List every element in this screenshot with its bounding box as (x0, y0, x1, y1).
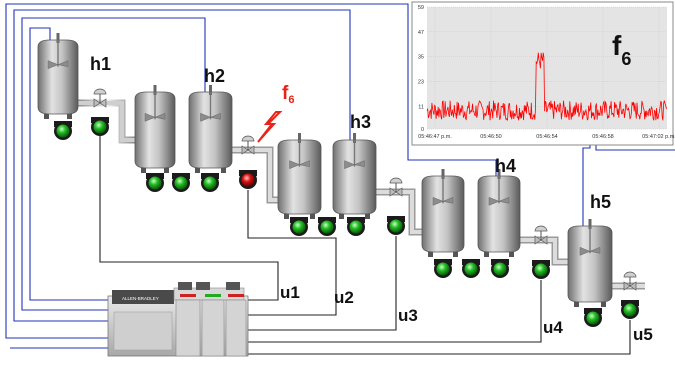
indicator-h4b (462, 259, 480, 278)
labels-layer: h1 h2 h3 h4 h5 u1 u2 u3 u4 u5 (90, 54, 653, 344)
output-label-u4: u4 (543, 318, 563, 337)
indicator-valve-5 (621, 300, 639, 319)
tank-label-h2: h2 (204, 66, 225, 86)
indicator-h5 (584, 308, 602, 327)
x-tick-label: 05:47:02 p.m. (642, 134, 675, 140)
signal-line-h2 (21, 17, 206, 311)
valve-1 (93, 88, 107, 108)
tank-h3b (332, 133, 377, 219)
trend-chart: 59 47 35 23 11 0 05:46:47 p.m. 05:46:50 05:46:5… (411, 1, 675, 146)
tank-label-h1: h1 (90, 54, 111, 74)
trend-series-line (426, 52, 667, 122)
indicator-h2a (146, 173, 164, 192)
y-tick-label: 59 (418, 5, 424, 11)
wire-u3 (240, 236, 397, 331)
indicator-valve-2-fault (239, 170, 257, 189)
tank-h5 (567, 219, 613, 307)
signal-line-h3 (13, 9, 351, 322)
indicator-h3a (290, 217, 308, 236)
lightning-icon (257, 111, 283, 143)
x-tick-label: 05:46:50 (480, 134, 501, 140)
tank-h3a (277, 133, 322, 219)
fault-label: f6 (282, 83, 294, 106)
tank-h4b (477, 169, 521, 257)
signal-line-h5 (582, 140, 591, 226)
signal-line-h1 (29, 27, 113, 301)
tank-label-h5: h5 (590, 192, 611, 212)
indicator-valve-1 (91, 117, 109, 136)
trend-title: f6 (612, 30, 631, 69)
output-label-u3: u3 (398, 306, 418, 325)
indicator-h3c (347, 217, 365, 236)
valve-2 (241, 135, 255, 155)
indicator-valve-4 (532, 260, 550, 279)
x-tick-label: 05:46:54 (536, 134, 557, 140)
tank-h4a (421, 169, 465, 257)
tank-h2b (188, 85, 233, 173)
indicator-h2b (172, 173, 190, 192)
output-label-u2: u2 (334, 288, 354, 307)
signal-line-h4 (5, 3, 497, 339)
wire-u1 (99, 136, 279, 301)
fault-marker: f6 (257, 83, 294, 143)
plc-controller: ALLEN-BRADLEY (107, 282, 249, 357)
indicator-h2c (201, 173, 219, 192)
indicators-layer (54, 117, 639, 327)
x-tick-label: 05:46:47 p.m. (418, 134, 452, 140)
wire-u4 (240, 280, 542, 343)
y-tick-label: 47 (418, 30, 424, 36)
tank-h1 (37, 33, 79, 119)
y-tick-label: 23 (418, 79, 424, 85)
wire-u5 (240, 320, 631, 355)
plc-brand: ALLEN-BRADLEY (122, 296, 159, 301)
indicator-h4c (491, 259, 509, 278)
indicator-h3b (318, 217, 336, 236)
control-output-wires (99, 136, 631, 355)
y-tick-label: 11 (418, 104, 424, 110)
indicator-h4a (434, 259, 452, 278)
valve-5 (623, 271, 637, 291)
y-tick-label: 35 (418, 55, 424, 61)
output-label-u5: u5 (633, 325, 653, 344)
valve-4 (534, 225, 548, 245)
tank-label-h4: h4 (495, 156, 516, 176)
output-label-u1: u1 (280, 283, 300, 302)
valve-3 (389, 177, 403, 197)
indicator-valve-3 (387, 216, 405, 235)
trend-y-ticks: 59 47 35 23 11 0 (418, 5, 424, 133)
indicator-h1 (54, 121, 72, 140)
valves-layer (93, 88, 637, 291)
tank-label-h3: h3 (350, 112, 371, 132)
trend-x-ticks: 05:46:47 p.m. 05:46:50 05:46:54 05:46:58 05:… (418, 134, 675, 140)
wire-u2 (240, 190, 337, 316)
tank-h2a (134, 85, 176, 173)
tanks-layer (37, 33, 613, 307)
x-tick-label: 05:46:58 (592, 134, 613, 140)
y-tick-label: 0 (421, 127, 424, 133)
pipe-h4-h5 (520, 236, 568, 266)
